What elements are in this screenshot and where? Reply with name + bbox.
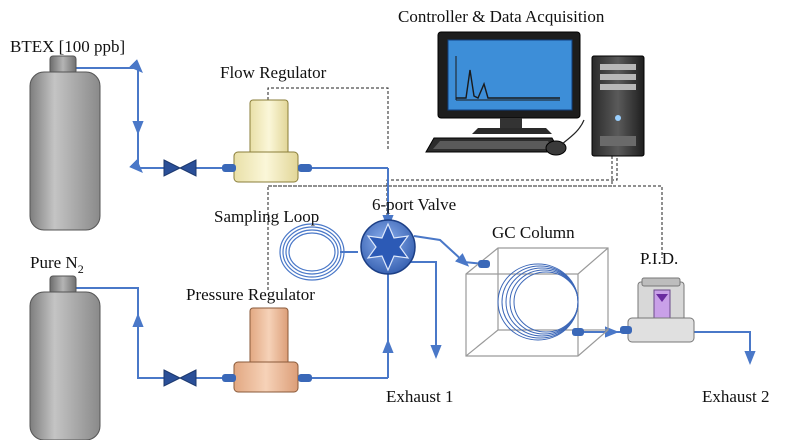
mouse-icon [545,119,585,156]
needle-valve-icon [163,159,197,177]
gas-lines [70,59,756,379]
flow-regulator-label: Flow Regulator [220,63,327,82]
controller-label: Controller & Data Acquisition [398,7,605,26]
coil-icon [279,223,345,281]
pure-n2-label: Pure N2 [30,253,84,276]
monitor-icon [437,31,581,134]
pressure-regulator-icon [222,307,312,393]
gc-column-label: GC Column [492,223,575,242]
pc-tower-icon [591,55,645,157]
pid-detector-icon [620,277,695,343]
n2-cylinder-icon [29,275,101,440]
sampling-loop-label: Sampling Loop [214,207,319,226]
btex-label: BTEX [100 ppb] [10,37,125,56]
exhaust1-label: Exhaust 1 [386,387,454,406]
exhaust2-label: Exhaust 2 [702,387,770,406]
pid-label: P.I.D. [640,249,678,268]
btex-cylinder-icon [29,55,101,231]
keyboard-icon [425,137,561,153]
pressure-regulator-label: Pressure Regulator [186,285,315,304]
six-port-valve-icon [360,219,416,275]
flow-regulator-icon [222,99,312,183]
gc-oven-icon [465,247,609,357]
six-port-valve-label: 6-port Valve [372,195,456,214]
needle-valve-icon [163,369,197,387]
